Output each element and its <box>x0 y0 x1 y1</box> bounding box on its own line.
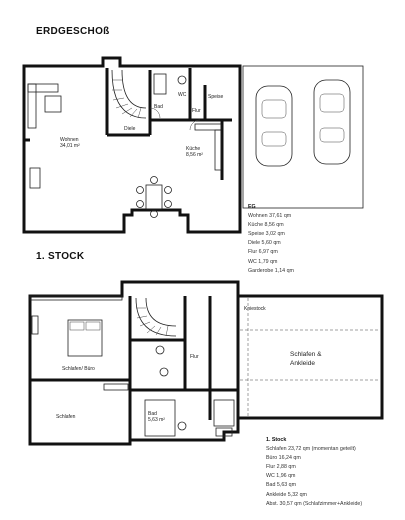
first-floor-legend-item: WC 1,96 qm <box>266 473 296 480</box>
car-left <box>255 85 293 167</box>
bathtub <box>153 73 167 95</box>
ground-floor-plan: Wohnen 34,01 m² Bad Flur Speise WC Diele… <box>22 56 364 234</box>
first-floor-heading: 1. STOCK <box>36 251 85 262</box>
ground-floor-legend-item: Flur 6,97 qm <box>248 249 278 256</box>
ground-floor-legend-item: Diele 5,60 qm <box>248 240 281 247</box>
bed-upper <box>67 319 103 357</box>
kitchen-counter <box>194 123 222 131</box>
first-floor-legend-item: Schlafen 23,72 qm (momentan geteilt) <box>266 446 356 453</box>
first-floor-legend-item: Ankleide 5,32 qm <box>266 491 307 498</box>
ground-floor-legend-title: EG <box>248 204 256 210</box>
room-label-kniestock: Kniestock <box>244 306 266 312</box>
door-bath <box>149 107 161 119</box>
ground-floor-legend-item: WC 1,79 qm <box>248 258 278 265</box>
kitchen-counter-side <box>214 129 222 171</box>
nightstand-upper <box>31 315 39 335</box>
room-label-diele: Diele <box>124 126 136 132</box>
cabinet <box>29 167 41 189</box>
first-floor-area-legend: 1. Stock Schlafen 23,72 qm (momentan get… <box>266 436 362 509</box>
toilet <box>177 75 187 85</box>
ground-staircase <box>111 69 147 119</box>
wc-sink <box>159 367 169 377</box>
room-label-schlafen-ankleide-1: Schlafen & <box>290 351 322 358</box>
wardrobe-lower <box>103 383 129 391</box>
first-floor-legend-item: Flur 2,88 qm <box>266 464 296 471</box>
ground-floor-area-legend: EG Wohnen 37,61 qm Küche 8,56 qm Speise … <box>248 203 294 276</box>
roof-edge-left <box>29 295 123 301</box>
ground-floor-legend-item: Speise 3,02 qm <box>248 231 285 238</box>
first-floor-plan: Schlafen/ Büro Schlafen Bad 5,63 m² Flur… <box>28 280 384 446</box>
room-label-schlafen-buero: Schlafen/ Büro <box>62 366 95 372</box>
ground-floor-legend-item: Garderobe 1,14 qm <box>248 267 294 274</box>
room-area-wohnen: 34,01 m² <box>60 143 80 149</box>
room-label-bad-upstairs: Bad <box>148 411 157 417</box>
bath-upstairs <box>144 399 235 437</box>
first-floor-outer-wall <box>28 280 384 446</box>
room-label-schlafen-ankleide-2: Ankleide <box>290 360 315 367</box>
first-floor-staircase <box>135 297 177 337</box>
garage <box>242 65 364 209</box>
room-label-flur: Flur <box>192 108 201 114</box>
attic-dashed-lines <box>240 298 380 418</box>
dining-table <box>136 176 172 218</box>
car-right <box>313 79 351 165</box>
ground-floor-legend-item: Küche 8,56 qm <box>248 222 284 229</box>
room-area-bad-upstairs: 5,63 m² <box>148 417 165 423</box>
room-area-kueche: 8,56 m² <box>186 152 203 158</box>
door-kitchen <box>189 119 201 131</box>
room-label-kueche: Küche <box>186 146 200 152</box>
sofa <box>27 83 62 129</box>
room-label-schlafen: Schlafen <box>56 414 76 420</box>
wc-toilet <box>155 345 165 355</box>
first-floor-legend-item: Abst. 30,57 qm (Schlafzimmer+Ankleide) <box>266 500 363 507</box>
ground-floor-legend-item: Wohnen 37,61 qm <box>248 213 292 220</box>
room-label-speise: Speise <box>208 94 224 100</box>
ground-floor-heading: ERDGESCHOß <box>36 26 110 37</box>
room-label-flur-upstairs: Flur <box>190 354 199 360</box>
room-label-bad: Bad <box>154 104 163 110</box>
ground-floor-outer-wall <box>22 56 242 234</box>
first-floor-legend-title: 1. Stock <box>266 437 287 443</box>
room-label-wc: WC <box>178 92 187 98</box>
first-floor-legend-item: Büro 16,24 qm <box>266 455 301 462</box>
first-floor-legend-item: Bad 5,63 qm <box>266 482 297 489</box>
room-label-wohnen: Wohnen <box>60 137 79 143</box>
